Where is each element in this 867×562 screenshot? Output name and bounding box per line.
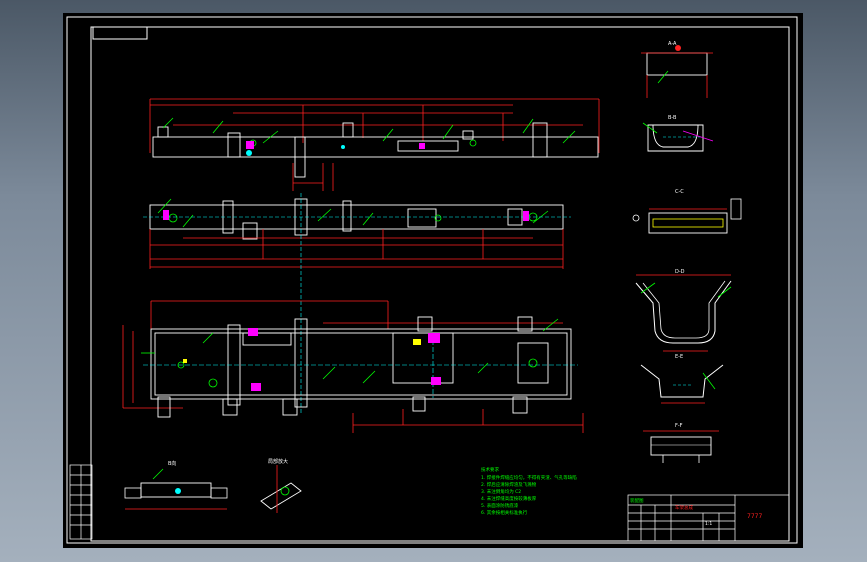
section-a-a bbox=[641, 45, 713, 98]
side-elevation-view bbox=[149, 98, 600, 191]
technical-notes: 技术要求 1. 焊接件焊缝应均匀，不得有夹渣、气孔等缺陷 2. 焊后应清除焊渣及… bbox=[481, 466, 577, 516]
note-line-6: 6. 其余按相关标准执行 bbox=[481, 509, 528, 516]
frame-assembly-view bbox=[122, 300, 584, 433]
detail-label-b: B向 bbox=[168, 460, 176, 467]
note-line-2: 2. 焊后应清除焊渣及飞溅物 bbox=[481, 481, 537, 488]
note-line-5: 5. 表面涂防锈底漆 bbox=[481, 502, 519, 509]
section-c-c bbox=[632, 198, 742, 234]
section-e-e bbox=[640, 364, 724, 404]
section-label-c: C-C bbox=[675, 189, 684, 195]
note-line-1: 1. 焊接件焊缝应均匀，不得有夹渣、气孔等缺陷 bbox=[481, 474, 577, 481]
plan-view bbox=[143, 193, 571, 413]
cad-drawing: A-A B-B C-C D-D E-E F-F B向 局部放大 技术要求 1. … bbox=[66, 16, 798, 544]
inner-frame bbox=[90, 26, 790, 542]
drawing-number: 7777 bbox=[747, 513, 762, 520]
section-label-b: B-B bbox=[668, 115, 677, 121]
section-label-d: D-D bbox=[675, 269, 685, 275]
scale-label: 1:1 bbox=[705, 521, 712, 527]
detail-views bbox=[124, 465, 302, 513]
revision-table bbox=[69, 464, 93, 540]
section-b-b bbox=[642, 122, 714, 152]
section-f-f bbox=[643, 430, 719, 463]
section-label-a: A-A bbox=[668, 41, 677, 47]
note-line-3: 3. 未注倒角均为 C2 bbox=[481, 488, 521, 495]
title-block: 装配图 车架总成 1:1 7777 bbox=[627, 494, 790, 542]
section-views bbox=[632, 45, 742, 463]
drawing-number-box bbox=[92, 26, 148, 40]
section-label-e: E-E bbox=[675, 354, 683, 360]
outer-frame bbox=[66, 16, 798, 544]
title-header: 装配图 bbox=[630, 497, 644, 504]
detail-label-enlarged: 局部放大 bbox=[268, 458, 288, 465]
drawing-sheet: A-A B-B C-C D-D E-E F-F B向 局部放大 技术要求 1. … bbox=[63, 13, 803, 548]
drawing-name: 车架总成 bbox=[675, 504, 693, 511]
notes-title: 技术要求 bbox=[481, 466, 499, 473]
section-d-d bbox=[635, 274, 732, 352]
note-line-4: 4. 未注焊缝高度按较薄板厚 bbox=[481, 495, 537, 502]
section-label-f: F-F bbox=[675, 423, 683, 429]
